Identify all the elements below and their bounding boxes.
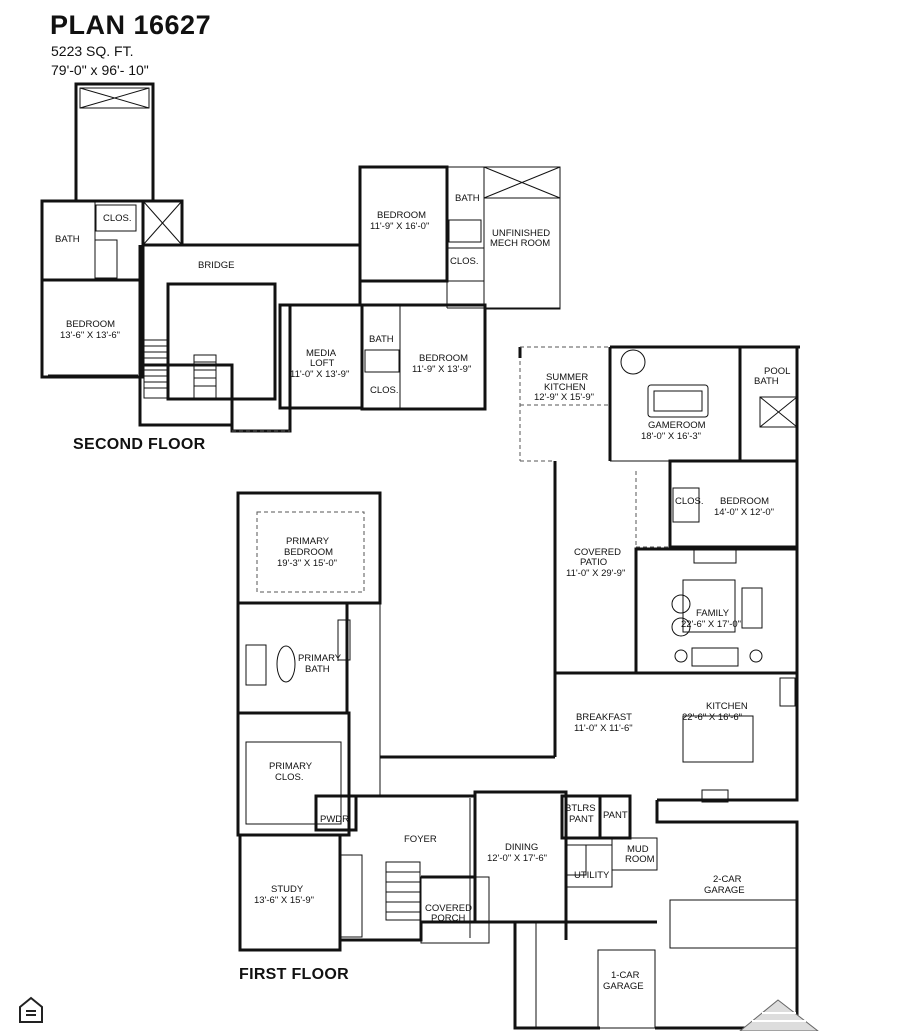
square-footage: 5223 SQ. FT. (51, 43, 134, 59)
label-gameroom-size: 18'-0" X 16'-3" (641, 431, 701, 442)
label-media-2: LOFT (310, 358, 334, 369)
label-porch-2: PORCH (431, 913, 465, 924)
label-bedroom-right-size: 14'-0" X 12'-0" (714, 507, 774, 518)
label-mud-1: MUD (627, 844, 649, 855)
label-foyer: FOYER (404, 834, 437, 845)
equal-housing-icon (19, 996, 43, 1023)
label-bedroom-right: BEDROOM (720, 496, 769, 507)
label-gameroom: GAMEROOM (648, 420, 706, 431)
label-bath-mid: BATH (369, 334, 394, 345)
label-pwdr: PWDR (320, 814, 349, 825)
label-study: STUDY (271, 884, 304, 895)
label-kitchen: KITCHEN (706, 701, 748, 712)
label-bath-top: BATH (455, 193, 480, 204)
label-garage1-2: GARAGE (603, 981, 644, 992)
label-breakfast: BREAKFAST (576, 712, 632, 723)
label-media-1: MEDIA (306, 348, 337, 359)
label-clos-right: CLOS. (675, 496, 704, 507)
label-pool-1: POOL (764, 366, 790, 377)
label-porch-1: COVERED (425, 903, 472, 914)
label-primary-bedroom-2: BEDROOM (284, 547, 333, 558)
first-floor-label: FIRST FLOOR (239, 966, 349, 983)
first-floor-walls (380, 345, 800, 1030)
label-primary-clos-1: PRIMARY (269, 761, 313, 772)
label-clos-left: CLOS. (103, 213, 132, 224)
label-bedroom-left: BEDROOM (66, 319, 115, 330)
label-kitchen-size: 22'-6" X 16'-6" (682, 712, 742, 723)
label-patio-2: PATIO (580, 557, 607, 568)
label-btlrs-2: PANT (569, 814, 594, 825)
overall-dimensions: 79'-0" x 96'- 10" (51, 62, 149, 78)
label-primary-bath-1: PRIMARY (298, 653, 342, 664)
label-summer-size: 12'-9" X 15'-9" (534, 392, 594, 403)
label-primary-bedroom-size: 19'-3" X 15'-0" (277, 558, 337, 569)
label-study-size: 13'-6" X 15'-9" (254, 895, 314, 906)
label-bedroom-top: BEDROOM (377, 210, 426, 221)
label-family: FAMILY (696, 608, 730, 619)
plan-title: PLAN 16627 (50, 10, 212, 40)
label-mud-2: ROOM (625, 854, 655, 865)
label-unfinished-2: MECH ROOM (490, 238, 550, 249)
label-primary-clos-2: CLOS. (275, 772, 304, 783)
label-media-size: 11'-0" X 13'-9" (290, 369, 349, 380)
label-unfinished-1: UNFINISHED (492, 228, 550, 239)
label-primary-bath-2: BATH (305, 664, 330, 675)
label-garage2-1: 2-CAR (713, 874, 742, 885)
label-bridge: BRIDGE (198, 260, 234, 271)
second-floor-label: SECOND FLOOR (73, 436, 206, 453)
label-bedroom-mid: BEDROOM (419, 353, 468, 364)
label-patio-size: 11'-0" X 29'-9" (566, 568, 625, 579)
label-btlrs-1: BTLRS (565, 803, 596, 814)
label-bedroom-left-size: 13'-6" X 13'-6" (60, 330, 120, 341)
label-breakfast-size: 11'-0" X 11'-6" (574, 723, 633, 734)
label-clos-mid: CLOS. (370, 385, 399, 396)
label-patio-1: COVERED (574, 547, 621, 558)
label-summer-1: SUMMER (546, 372, 588, 383)
label-pant: PANT (603, 810, 628, 821)
label-family-size: 22'-6" X 17'-0" (681, 619, 741, 630)
second-floor-walls (40, 82, 561, 433)
label-bedroom-top-size: 11'-9" X 16'-0" (370, 221, 429, 232)
label-pool-2: BATH (754, 376, 779, 387)
label-utility: UTILITY (574, 870, 610, 881)
label-summer-2: KITCHEN (544, 382, 586, 393)
label-bedroom-mid-size: 11'-9" X 13'-9" (412, 364, 471, 375)
room-labels: CLOS. BATH BEDROOM 13'-6" X 13'-6" BRIDG… (55, 193, 790, 992)
label-dining: DINING (505, 842, 538, 853)
first-floor-left-walls (236, 491, 490, 952)
label-dining-size: 12'-0" X 17'-6" (487, 853, 547, 864)
label-garage2-2: GARAGE (704, 885, 745, 896)
label-bath-left: BATH (55, 234, 80, 245)
label-primary-bedroom-1: PRIMARY (286, 536, 330, 547)
label-garage1-1: 1-CAR (611, 970, 640, 981)
label-clos-top: CLOS. (450, 256, 479, 267)
builder-logo-icon (739, 999, 819, 1031)
